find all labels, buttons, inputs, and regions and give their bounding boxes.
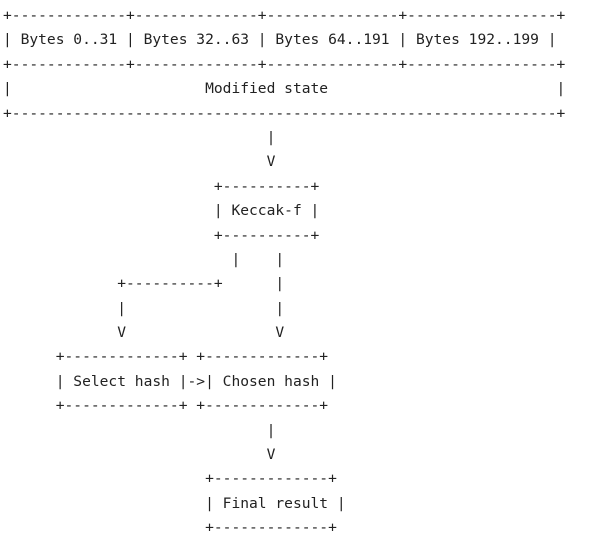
diagram-line-hash-boxes-label: | Select hash |->| Chosen hash | <box>3 372 337 390</box>
diagram-line-keccak-bottom: +----------+ <box>3 226 320 244</box>
diagram-line-connector: | <box>3 128 276 146</box>
diagram-line-byte-ranges-border: +-------------+--------------+----------… <box>3 55 566 73</box>
diagram-line-arrow: V <box>3 153 276 171</box>
diagram-line-keccak-label: | Keccak-f | <box>3 202 320 220</box>
diagram-line-final-connector: | <box>3 421 276 439</box>
diagram-line-state-bottom-border: +---------------------------------------… <box>3 104 566 122</box>
diagram-line-branch-connectors: | | <box>3 299 285 317</box>
diagram-line-top-border: +-------------+--------------+----------… <box>3 7 566 24</box>
diagram-line-final-label: | Final result | <box>3 494 346 512</box>
diagram-line-branch: +----------+ | <box>3 275 285 293</box>
diagram-line-hash-boxes-top: +-------------+ +-------------+ <box>3 348 329 366</box>
diagram-line-hash-boxes-bottom: +-------------+ +-------------+ <box>3 397 329 415</box>
diagram-line-modified-state: | Modified state | <box>3 80 566 98</box>
diagram-line-byte-ranges: | Bytes 0..31 | Bytes 32..63 | Bytes 64.… <box>3 31 557 49</box>
diagram-line-final-bottom: +-------------+ <box>3 519 337 537</box>
diagram-line-final-top: +-------------+ <box>3 470 337 488</box>
diagram-line-split-connectors: | | <box>3 250 285 268</box>
diagram-line-branch-arrows: V V <box>3 324 285 342</box>
ascii-flow-diagram: +-------------+--------------+----------… <box>3 4 565 541</box>
diagram-line-keccak-top: +----------+ <box>3 177 320 195</box>
diagram-line-final-arrow: V <box>3 446 276 464</box>
